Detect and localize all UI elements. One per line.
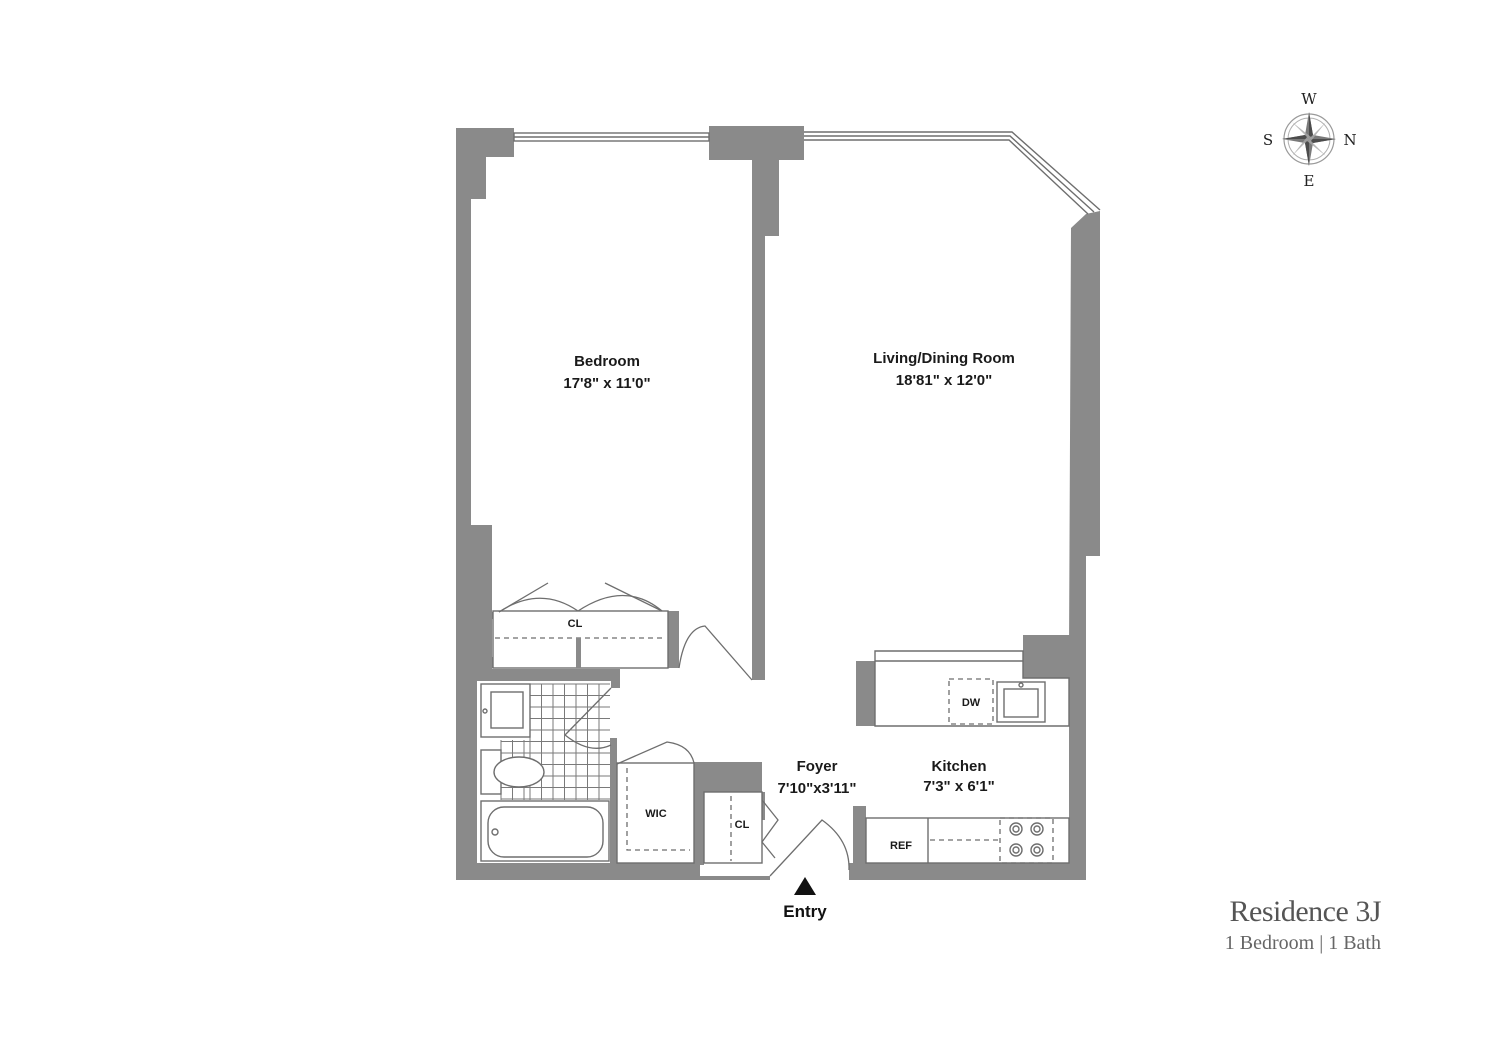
burner [1030,843,1044,857]
windows [513,131,1101,215]
bath-door[interactable] [564,687,612,736]
foyer-closet [703,791,779,864]
refrigerator-label: REF [890,840,912,852]
bedroom-name: Bedroom [574,353,640,370]
residence-title: Residence 3J [1229,895,1382,928]
entry-arrow-icon [794,877,816,895]
bedroom-size: 17'8" x 11'0" [563,375,650,392]
compass-west: W [1301,90,1317,108]
window-living [804,131,1101,211]
bedroom-closet-door-right[interactable] [577,594,663,612]
foyer-size: 7'10"x3'11" [778,780,857,797]
wall-kitchen-west [853,806,866,870]
kitchen-name: Kitchen [931,758,986,775]
living-name: Living/Dining Room [873,350,1015,367]
dishwasher-label: DW [962,697,981,709]
wall-south-east [849,863,1086,880]
bathroom [480,683,612,862]
compass-east: E [1304,172,1315,190]
wall-kitchen-counter-end [856,661,875,726]
wall-kitchen-column [1023,635,1071,678]
foyer-closet-label: CL [735,819,750,831]
burner [1009,843,1023,857]
wic-door[interactable] [616,741,695,765]
wic-label: WIC [645,808,666,820]
bedroom-door[interactable] [678,625,753,681]
living-size: 18'81" x 12'0" [896,372,992,389]
stove [999,817,1054,864]
walls [456,126,1100,880]
burner [1030,822,1044,836]
wall-east [1069,211,1100,880]
wall-south-west [456,863,770,880]
walk-in-closet [616,741,695,864]
bedroom-closet [492,582,669,669]
foyer-closet-door[interactable] [761,799,779,859]
foyer-name: Foyer [797,758,838,775]
burner [1009,822,1023,836]
kitchen [865,650,1070,864]
wall-bath-top [477,669,620,688]
residence-subtitle: 1 Bedroom | 1 Bath [1224,932,1381,954]
wall-foyer-block [694,762,762,865]
wall-west [456,128,514,880]
entry-door[interactable] [769,819,850,877]
compass-south: S [1263,131,1273,149]
compass-rose-icon: W E S N [1263,90,1357,190]
entry-label: Entry [783,902,827,921]
wall-bath-east [610,738,617,865]
bath-toilet [493,756,545,788]
dishwasher [948,678,994,725]
wall-pier-center [709,126,804,680]
bedroom-closet-label: CL [568,618,583,630]
kitchen-size: 7'3" x 6'1" [923,778,994,795]
compass-north: N [1343,131,1356,149]
